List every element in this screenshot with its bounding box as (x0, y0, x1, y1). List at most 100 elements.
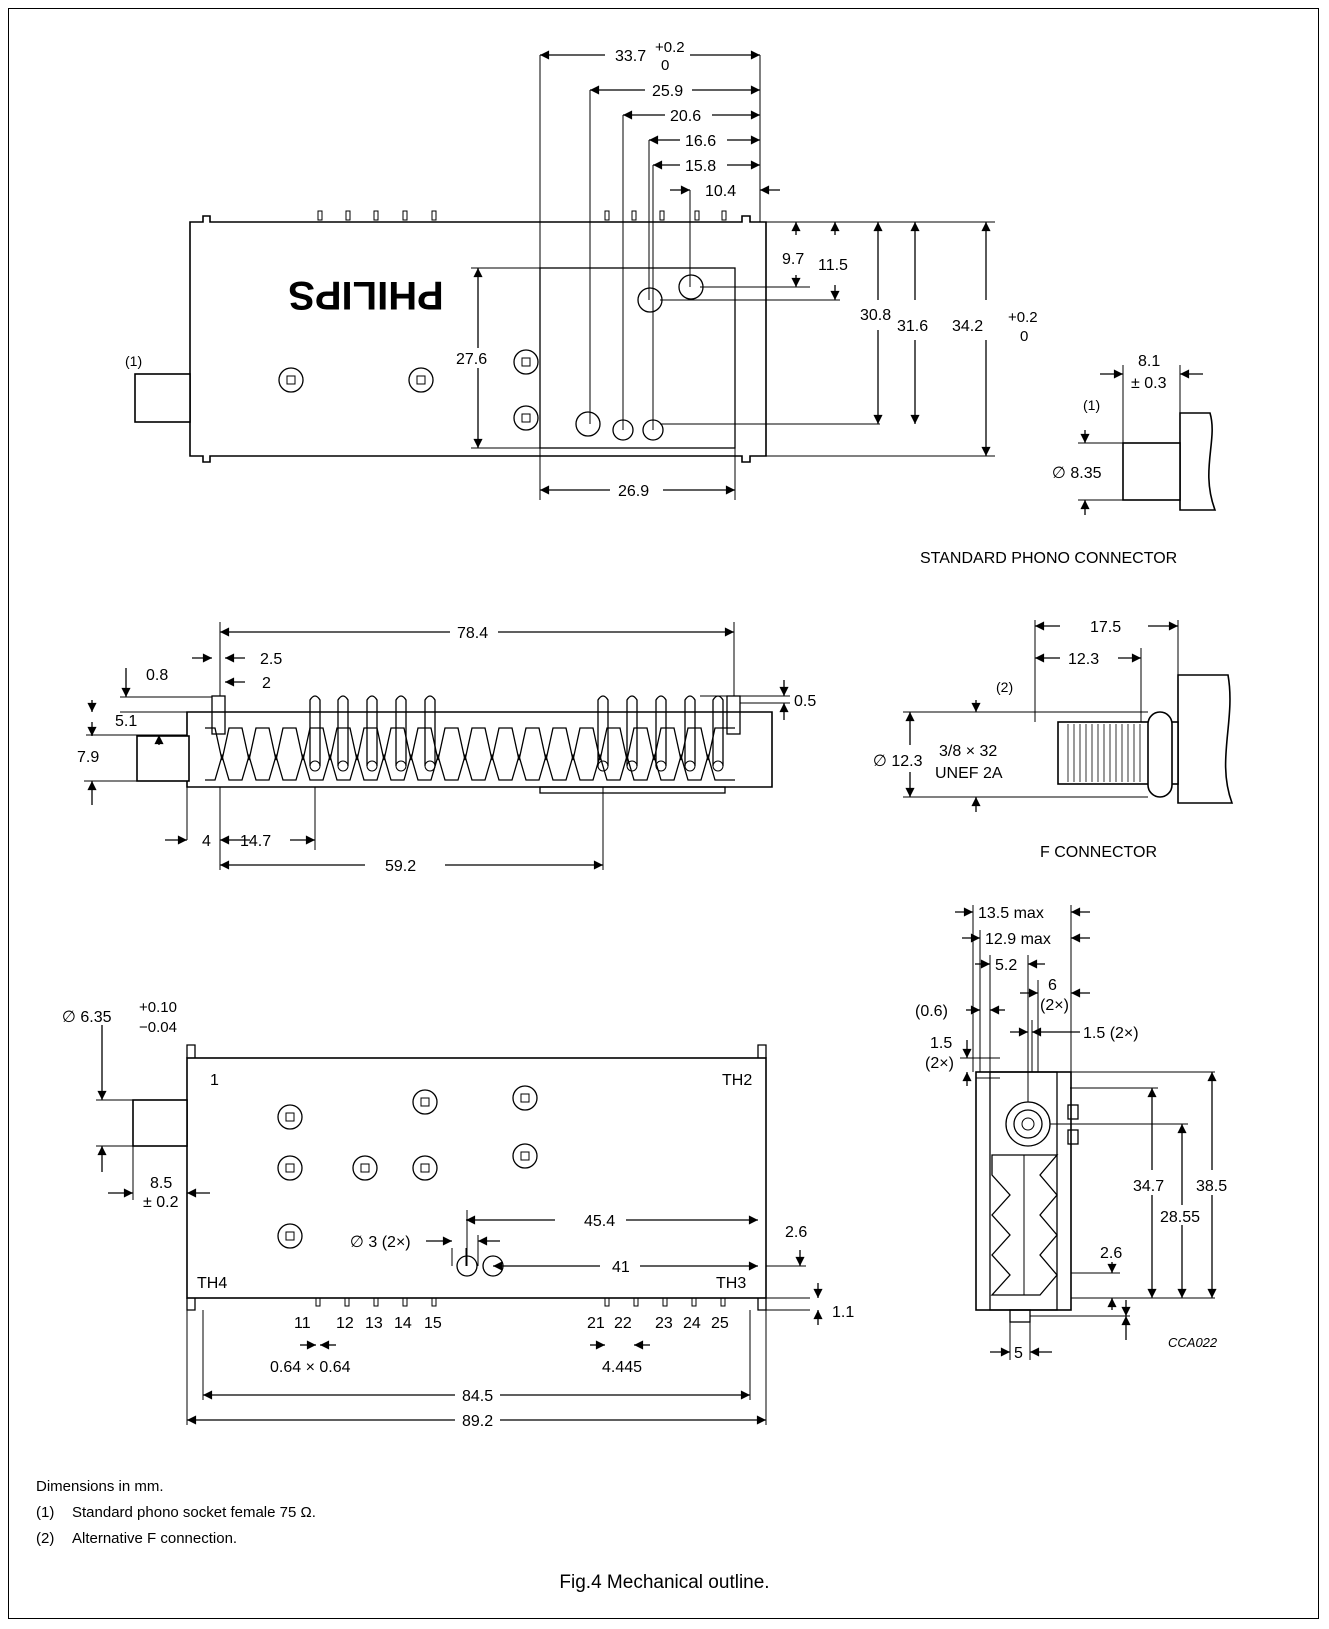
dim-7-9: 7.9 (77, 749, 99, 766)
label-th4: TH4 (197, 1275, 227, 1292)
pin-11: 11 (294, 1315, 311, 1332)
label-f-connector: F CONNECTOR (1040, 844, 1157, 861)
note-2-text: Alternative F connection. (72, 1530, 238, 1547)
dim-6: 6 (1048, 977, 1057, 994)
dim-2x-a: (2×) (1040, 997, 1069, 1014)
note-1-text: Standard phono socket female 75 Ω. (72, 1504, 316, 1521)
dim-14-7: 14.7 (240, 833, 271, 850)
figure-caption: Fig.4 Mechanical outline. (559, 1572, 770, 1593)
brand-text: PHILIPS (288, 273, 444, 317)
screw (512, 1143, 538, 1169)
dim-11-5: 11.5 (818, 257, 848, 274)
note-1: (1) Standard phono socket female 75 Ω. (36, 1504, 316, 1521)
dim-5: 5 (1014, 1345, 1023, 1362)
dim-tol-zero: 0 (661, 57, 669, 74)
screw (513, 349, 539, 375)
note-marker-1b: (1) (1083, 397, 1100, 413)
dim-0-6: (0.6) (915, 1003, 948, 1020)
note-1-marker: (1) (36, 1504, 55, 1521)
dim-84-5: 84.5 (462, 1388, 493, 1405)
dim-5-2: 5.2 (995, 957, 1017, 974)
pin-13: 13 (365, 1315, 383, 1332)
pin-15: 15 (424, 1315, 442, 1332)
dim-8-5: 8.5 (150, 1175, 172, 1192)
bottom-pins (315, 1297, 726, 1307)
side-pins (309, 695, 724, 772)
screw (513, 405, 539, 431)
label-th2: TH2 (722, 1072, 752, 1089)
dim-33-7: 33.7 (615, 48, 646, 65)
dim-78-4: 78.4 (457, 625, 488, 642)
screw (277, 1104, 303, 1130)
dim-15-8: 15.8 (685, 158, 716, 175)
dim-2-6b: 2.6 (785, 1224, 807, 1241)
dim-27-6: 27.6 (456, 351, 487, 368)
end-view: 13.5 max 12.9 max 5.2 6 (2×) (0.6) 1.5 (… (915, 905, 1227, 1362)
dim-tol-p: +0.10 (139, 999, 177, 1016)
dim-tol-plus: +0.2 (655, 39, 685, 56)
dim-0-8: 0.8 (146, 667, 168, 684)
dim-28-55: 28.55 (1160, 1209, 1200, 1226)
dim-dia-8-35: ∅ 8.35 (1052, 465, 1102, 482)
screw (277, 1155, 303, 1181)
phono-connector-view: 8.1 ± 0.3 ∅ 8.35 (1) STANDARD PHONO CONN… (920, 353, 1217, 567)
pin-14: 14 (394, 1315, 412, 1332)
dim-45-4: 45.4 (584, 1213, 615, 1230)
dim-12-3: 12.3 (1068, 651, 1099, 668)
dim-0-64: 0.64 × 0.64 (270, 1359, 351, 1376)
note-2-marker: (2) (36, 1530, 55, 1547)
dim-8-1: 8.1 (1138, 353, 1160, 370)
label-th1: 1 (210, 1072, 219, 1089)
dim-dia-3: ∅ 3 (2×) (350, 1234, 411, 1251)
side-view: 78.4 2.5 2 0.8 5.1 7.9 0.5 4 14.7 59.2 (77, 622, 816, 875)
thread-spec-1: 3/8 × 32 (939, 743, 997, 760)
dim-16-6: 16.6 (685, 133, 716, 150)
dim-0-3: ± 0.3 (1131, 375, 1167, 392)
dim-dia-12-3: ∅ 12.3 (873, 753, 923, 770)
dim-4-445: 4.445 (602, 1359, 642, 1376)
dim-59-2: 59.2 (385, 858, 416, 875)
dim-10-4: 10.4 (705, 183, 736, 200)
dim-38-5: 38.5 (1196, 1178, 1227, 1195)
dim-31-6: 31.6 (897, 318, 928, 335)
dim-dia-6-35: ∅ 6.35 (62, 1009, 112, 1026)
thread-lines (1067, 724, 1141, 782)
top-pins (317, 210, 727, 221)
note-marker-1: (1) (125, 353, 142, 369)
note-units: Dimensions in mm. (36, 1478, 164, 1495)
dim-41: 41 (612, 1259, 630, 1276)
screw (277, 1223, 303, 1249)
dim-2: 2 (262, 675, 271, 692)
pin-12: 12 (336, 1315, 354, 1332)
dim-0-5: 0.5 (794, 693, 816, 710)
dim-1-5b: 1.5 (2×) (1083, 1025, 1139, 1042)
pin-21: 21 (587, 1315, 605, 1332)
dim-20-6: 20.6 (670, 108, 701, 125)
top-view: PHILIPS 33.7 +0.2 0 25.9 20.6 16.6 15.8 (125, 39, 1038, 500)
dim-13-5: 13.5 max (978, 905, 1044, 922)
dim-25-9: 25.9 (652, 83, 683, 100)
drawing-code: CCA022 (1168, 1335, 1218, 1350)
note-marker-2: (2) (996, 679, 1013, 695)
dim-9-7: 9.7 (782, 251, 804, 268)
dim-2-5: 2.5 (260, 651, 282, 668)
note-2: (2) Alternative F connection. (36, 1530, 316, 1547)
pin-24: 24 (683, 1315, 701, 1332)
dim-5-1: 5.1 (115, 713, 137, 730)
bottom-view: 1 TH2 TH3 TH4 45.4 ∅ 3 (2×) 41 2.6 1.1 (62, 999, 854, 1430)
dim-4: 4 (202, 833, 211, 850)
dim-34-7: 34.7 (1133, 1178, 1164, 1195)
thread-spec-2: UNEF 2A (935, 765, 1003, 782)
dim-2x-b: (2×) (925, 1055, 954, 1072)
dim-30-8: 30.8 (860, 307, 891, 324)
dim-tol2-plus: +0.2 (1008, 309, 1038, 326)
dim-17-5: 17.5 (1090, 619, 1121, 636)
label-th3: TH3 (716, 1275, 746, 1292)
dim-89-2: 89.2 (462, 1413, 493, 1430)
screw (412, 1155, 438, 1181)
dim-tol-m: −0.04 (139, 1019, 177, 1036)
f-connector-view: 17.5 12.3 ∅ 12.3 (2) 3/8 × 32 UNEF 2A F … (873, 619, 1234, 861)
screw (408, 367, 434, 393)
pin-25: 25 (711, 1315, 729, 1332)
